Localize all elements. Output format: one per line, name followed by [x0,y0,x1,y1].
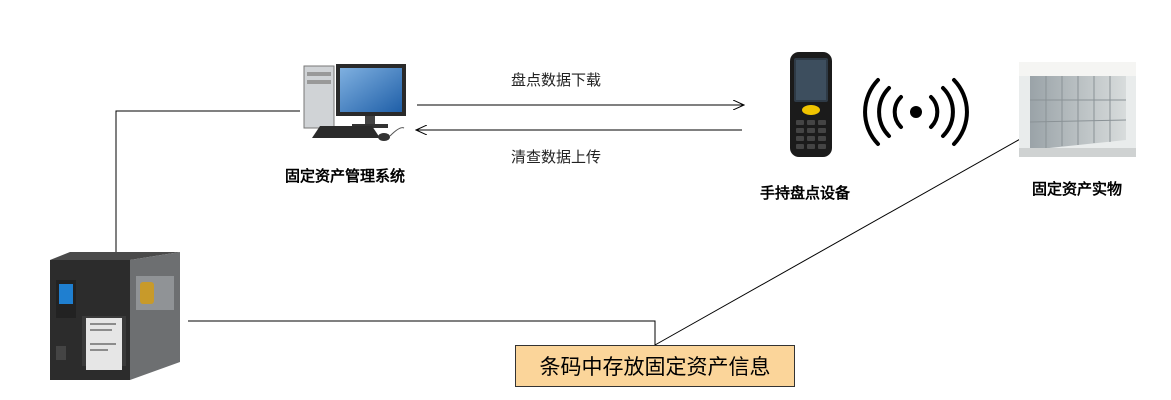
download-label: 盘点数据下载 [511,71,602,89]
label-printer-icon [50,252,180,380]
barcode-info-note: 条码中存放固定资产信息 [515,345,795,387]
printer-to-system-connector [115,110,300,258]
desktop-computer-icon [303,64,406,141]
handheld-label: 手持盘点设备 [760,184,851,202]
handheld-scanner-icon [790,52,832,157]
barcode-info-text: 条码中存放固定资产信息 [539,355,771,379]
note-to-assets-connector [654,137,1023,346]
assets-label: 固定资产实物 [1032,180,1123,198]
printer-to-note-connector [188,320,656,345]
upload-label: 清查数据上传 [511,148,602,166]
storage-cabinet-icon [1019,62,1136,157]
system-label: 固定资产管理系统 [285,167,406,185]
wireless-signal-icon [863,78,969,146]
